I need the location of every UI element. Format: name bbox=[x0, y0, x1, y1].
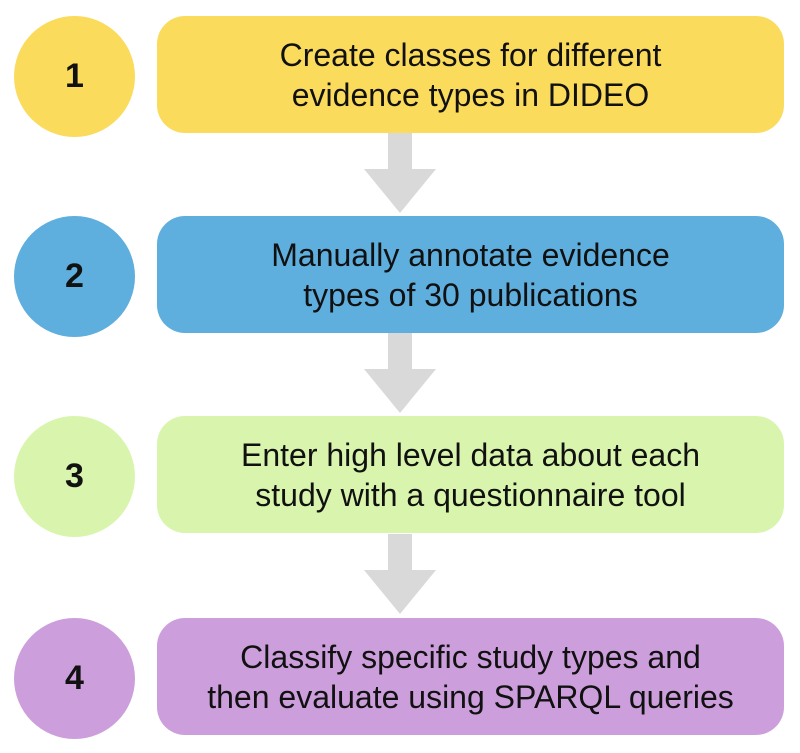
step-1-text-line-1: Create classes for different bbox=[279, 36, 662, 73]
step-1-box: Create classes for different evidence ty… bbox=[157, 16, 784, 133]
step-3-number: 3 bbox=[65, 457, 84, 495]
step-4-text-line-1: Classify specific study types and bbox=[240, 638, 701, 675]
step-4-number: 4 bbox=[65, 659, 84, 697]
step-3-box: Enter high level data about each study w… bbox=[157, 416, 784, 533]
down-arrow-icon bbox=[364, 133, 436, 213]
step-3-text-line-1: Enter high level data about each bbox=[241, 436, 700, 473]
step-1-number: 1 bbox=[65, 57, 84, 95]
step-2-box: Manually annotate evidence types of 30 p… bbox=[157, 216, 784, 333]
step-2-text-line-1: Manually annotate evidence bbox=[271, 236, 670, 273]
step-4-circle: 4 bbox=[14, 618, 135, 739]
step-3-text-line-2: study with a questionnaire tool bbox=[255, 476, 686, 513]
down-arrow-icon bbox=[364, 534, 436, 614]
step-4-text-line-2: then evaluate using SPARQL queries bbox=[207, 678, 734, 715]
down-arrow-icon bbox=[364, 333, 436, 413]
step-2-circle: 2 bbox=[14, 216, 135, 337]
step-1-text-line-2: evidence types in DIDEO bbox=[291, 76, 650, 113]
step-3-circle: 3 bbox=[14, 416, 135, 537]
step-2-text-line-2: types of 30 publications bbox=[303, 276, 638, 313]
step-4-box: Classify specific study types and then e… bbox=[157, 618, 784, 735]
step-1-circle: 1 bbox=[14, 16, 135, 137]
step-2-number: 2 bbox=[65, 257, 84, 295]
